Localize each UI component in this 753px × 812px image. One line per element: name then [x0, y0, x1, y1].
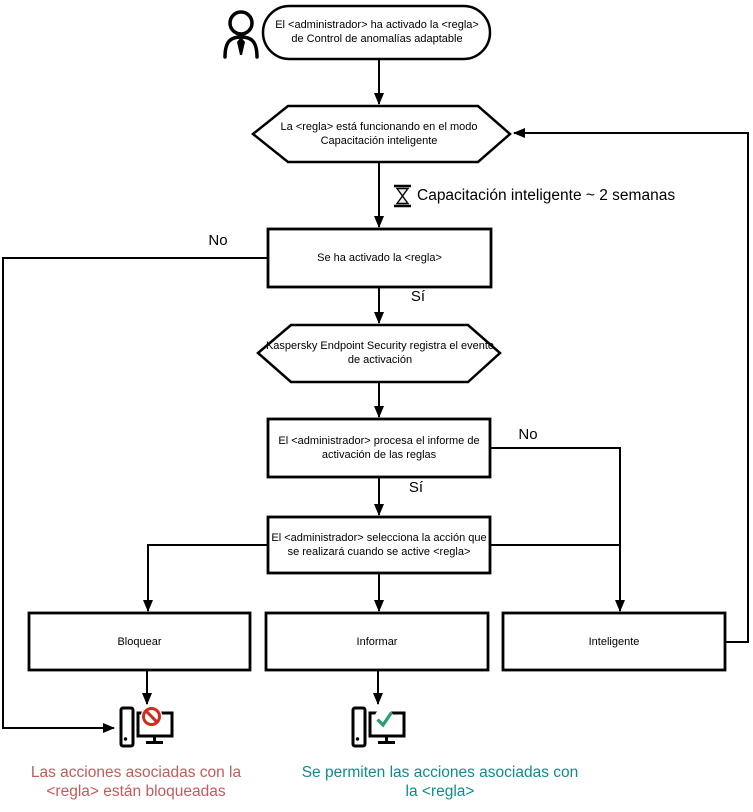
flow-connectors — [2, 59, 749, 733]
computer-prohibition-icon — [119, 705, 174, 748]
admin-selects-box — [266, 515, 492, 575]
action-block-box — [27, 611, 252, 672]
branch-yes-label-2: Sí — [408, 479, 424, 496]
connector-select-to-block — [143, 544, 268, 612]
training-mode-hexagon — [250, 104, 512, 164]
connector-no-to-blocked-endpoint — [2, 257, 268, 733]
computer-check-icon — [351, 706, 406, 748]
admin-processes-box — [266, 417, 492, 479]
action-smart-box — [501, 611, 727, 672]
connector-no-report-to-smart — [490, 447, 625, 612]
hourglass-icon — [394, 184, 411, 208]
start-node-shape — [261, 4, 492, 61]
check-icon — [376, 711, 393, 728]
flow-nodes — [27, 4, 727, 672]
action-inform-box — [264, 611, 490, 672]
training-duration-label: Capacitación inteligente ~ 2 semanas — [417, 187, 676, 204]
kes-registers-hexagon — [256, 323, 502, 384]
result-blocked-text: Las acciones asociadas con la <regla> es… — [30, 764, 242, 800]
branch-yes-label-1: Sí — [410, 288, 426, 305]
start-node-label: El <administrador> ha activado la <regla… — [275, 19, 479, 45]
rule-triggered-box — [266, 227, 493, 289]
training-mode-label: La <regla> está funcionando en el modo C… — [280, 121, 478, 147]
admin-processes-label: El <administrador> procesa el informe de… — [278, 435, 480, 461]
result-allowed-text: Se permiten las acciones asociadas con l… — [301, 764, 579, 800]
branch-no-label-1: No — [208, 232, 228, 249]
admin-selects-label: El <administrador> selecciona la acción … — [271, 532, 487, 558]
person-icon — [223, 10, 259, 59]
prohibition-icon — [142, 707, 161, 726]
action-block-label: Bloquear — [117, 635, 162, 648]
branch-no-label-2: No — [518, 426, 538, 443]
connector-smart-feedback-loop — [513, 128, 749, 643]
rule-triggered-label: Se ha activado la <regla> — [317, 252, 442, 264]
action-smart-label: Inteligente — [588, 635, 640, 648]
kes-registers-label: Kaspersky Endpoint Security registra el … — [265, 340, 495, 366]
action-inform-label: Informar — [356, 635, 398, 648]
